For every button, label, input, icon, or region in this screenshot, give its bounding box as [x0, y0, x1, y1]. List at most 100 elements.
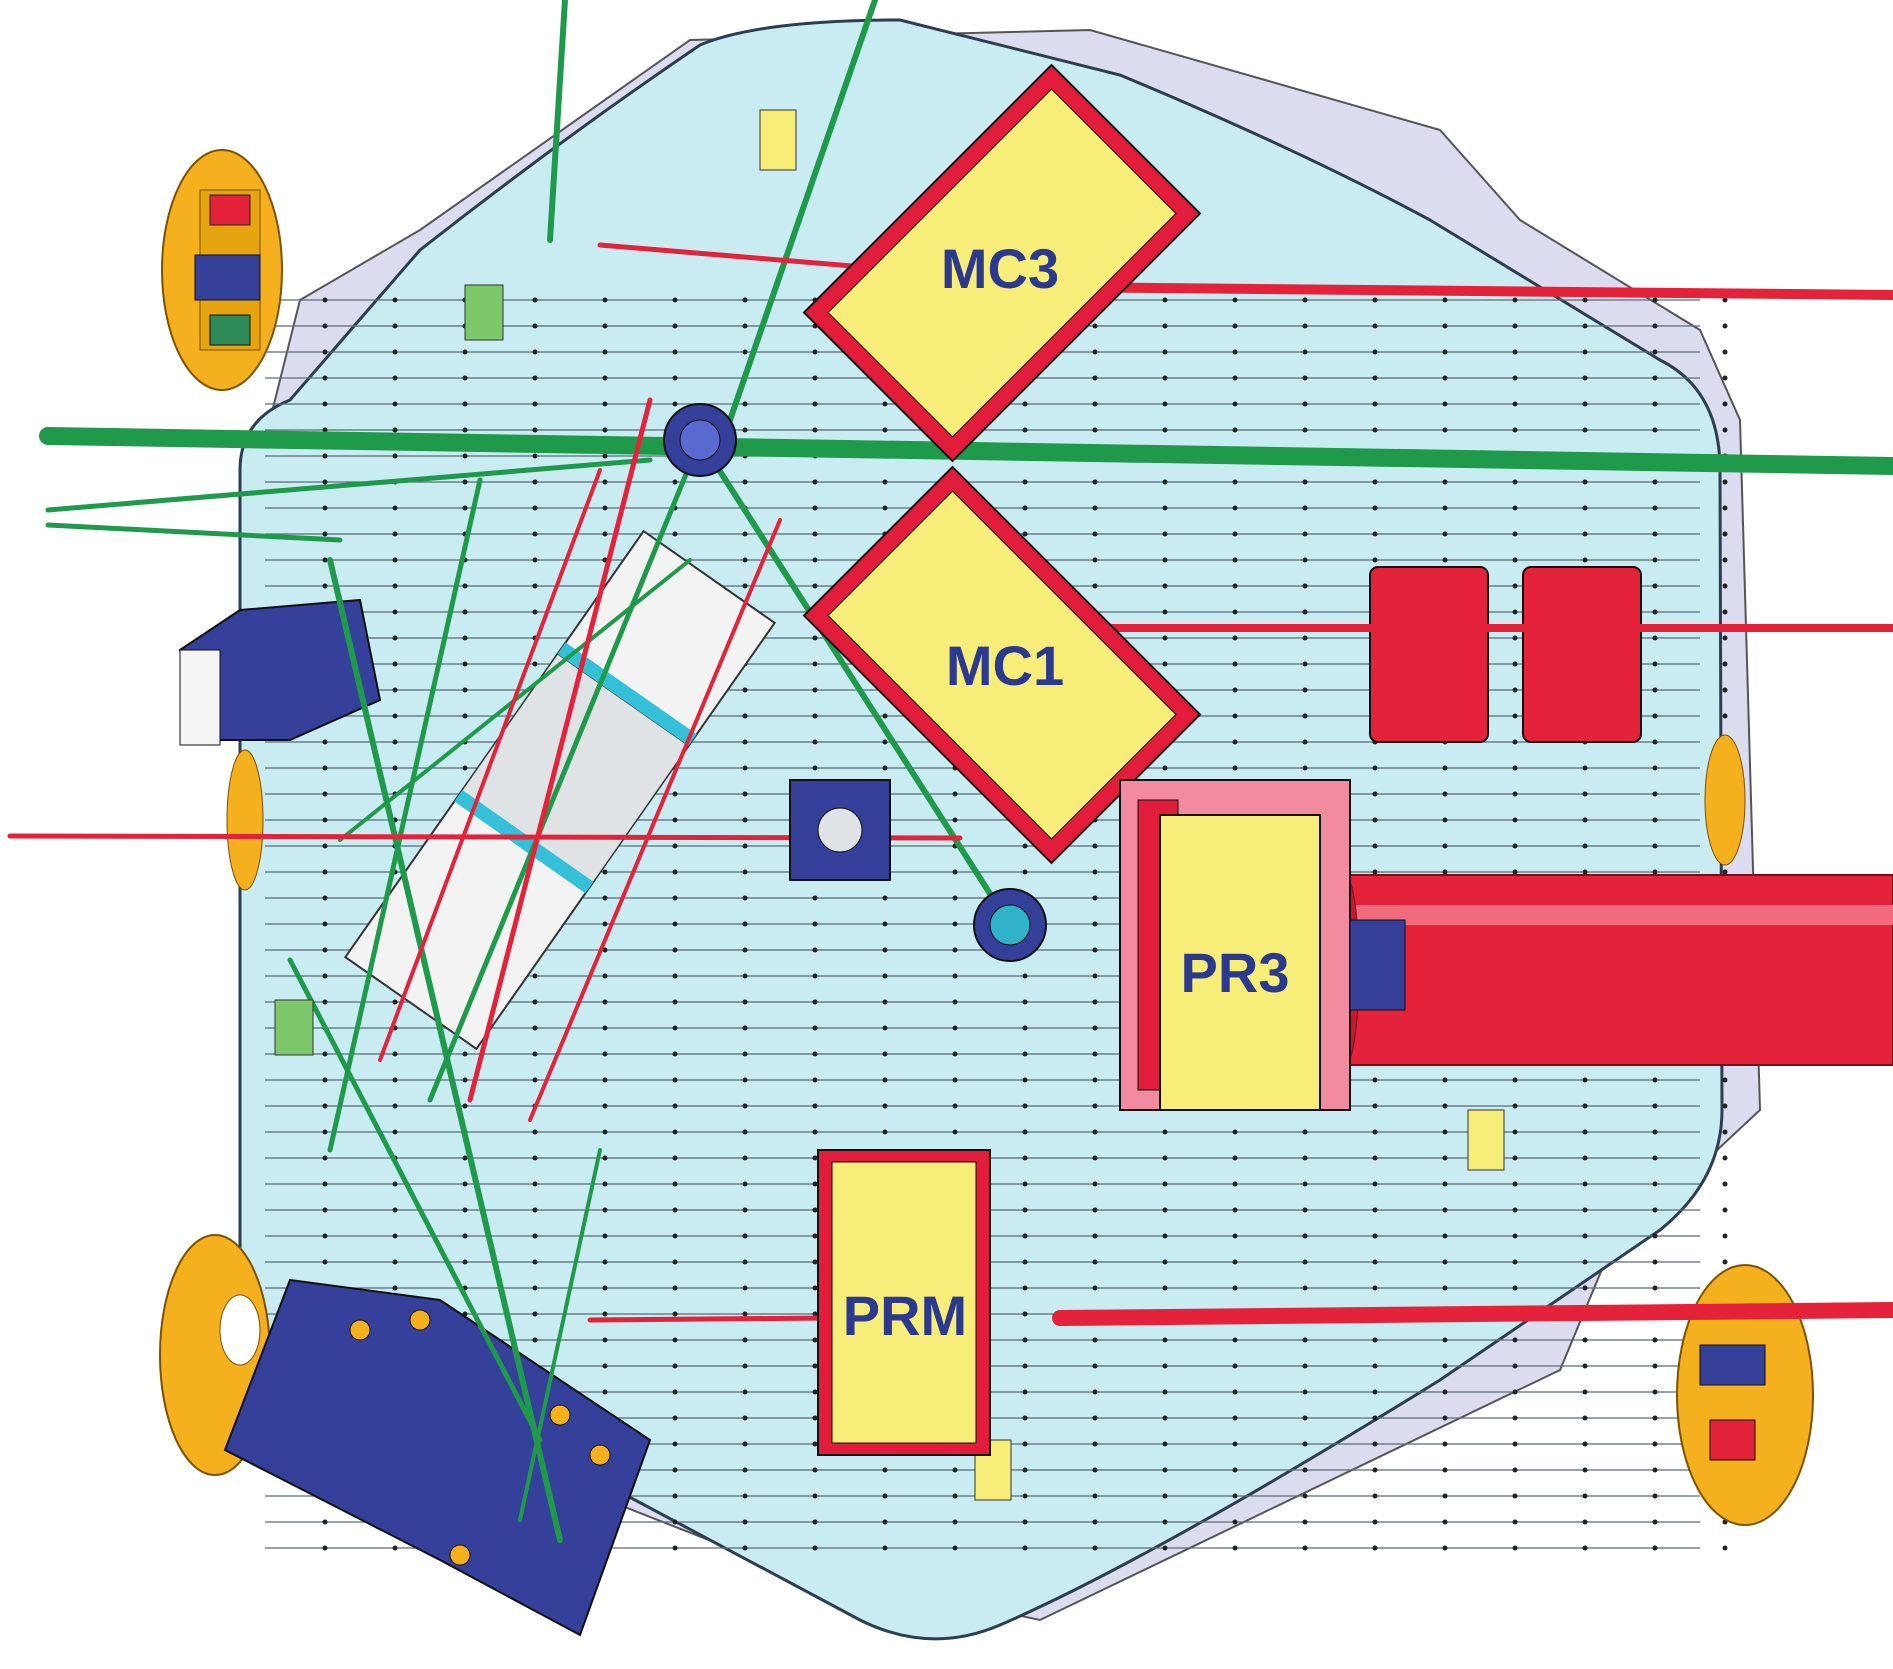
grid-hole	[1092, 1415, 1098, 1421]
grid-hole	[1722, 635, 1728, 641]
grid-hole	[1232, 1337, 1238, 1343]
beam-tube-icon	[1330, 874, 1893, 1066]
grid-hole	[1722, 557, 1728, 563]
grid-hole	[1652, 817, 1658, 823]
grid-hole	[882, 765, 888, 771]
grid-hole	[1232, 1493, 1238, 1499]
grid-hole	[1022, 427, 1028, 433]
grid-hole	[532, 1285, 538, 1291]
grid-hole	[602, 1025, 608, 1031]
grid-hole	[1722, 505, 1728, 511]
grid-hole	[392, 609, 398, 615]
grid-hole	[742, 869, 748, 875]
grid-hole	[1652, 349, 1658, 355]
grid-hole	[392, 401, 398, 407]
grid-hole	[392, 999, 398, 1005]
grid-hole	[742, 1051, 748, 1057]
grid-hole	[532, 1337, 538, 1343]
grid-hole	[1722, 427, 1728, 433]
cable-connector-icon	[274, 999, 314, 1056]
grid-hole	[1582, 1415, 1588, 1421]
grid-hole	[1092, 999, 1098, 1005]
grid-hole	[322, 1233, 328, 1239]
grid-hole	[1652, 1181, 1658, 1187]
grid-hole	[882, 479, 888, 485]
grid-hole	[672, 999, 678, 1005]
grid-hole	[1232, 401, 1238, 407]
grid-hole	[532, 999, 538, 1005]
grid-hole	[532, 479, 538, 485]
grid-hole	[1232, 1207, 1238, 1213]
grid-hole	[1582, 401, 1588, 407]
green-beam	[45, 457, 653, 513]
grid-hole	[742, 1519, 748, 1525]
grid-hole	[952, 999, 958, 1005]
grid-hole	[462, 375, 468, 381]
grid-hole	[1652, 1285, 1658, 1291]
grid-hole	[1652, 1545, 1658, 1551]
grid-hole	[462, 687, 468, 693]
grid-hole	[392, 713, 398, 719]
grid-hole	[952, 1519, 958, 1525]
grid-hole	[1092, 1467, 1098, 1473]
grid-hole	[672, 1129, 678, 1135]
grid-hole	[1092, 895, 1098, 901]
grid-hole	[672, 843, 678, 849]
grid-hole	[1512, 531, 1518, 537]
grid-hole	[1022, 869, 1028, 875]
grid-hole	[672, 1259, 678, 1265]
grid-hole	[392, 635, 398, 641]
grid-hole	[1582, 1207, 1588, 1213]
grid-hole	[322, 1051, 328, 1057]
grid-hole	[1372, 1129, 1378, 1135]
grid-hole	[1442, 1155, 1448, 1161]
cross-optic-upper	[663, 403, 737, 477]
grid-hole	[812, 557, 818, 563]
grid-hole	[1722, 297, 1728, 303]
grid-hole	[1652, 661, 1658, 667]
grid-hole	[742, 1493, 748, 1499]
grid-hole	[1162, 1389, 1168, 1395]
grid-hole	[672, 1233, 678, 1239]
grid-hole	[1722, 1155, 1728, 1161]
grid-hole	[1302, 1233, 1308, 1239]
grid-hole	[392, 531, 398, 537]
grid-hole	[742, 1259, 748, 1265]
grid-hole	[602, 505, 608, 511]
grid-hole	[672, 1337, 678, 1343]
grid-hole	[1652, 635, 1658, 641]
grid-hole	[462, 713, 468, 719]
grid-hole	[1302, 375, 1308, 381]
grid-hole	[1372, 323, 1378, 329]
grid-hole	[462, 505, 468, 511]
grid-hole	[322, 1103, 328, 1109]
grid-hole	[1022, 1181, 1028, 1187]
grid-hole	[1652, 765, 1658, 771]
grid-hole	[812, 1519, 818, 1525]
grid-hole	[742, 531, 748, 537]
grid-hole	[1372, 1259, 1378, 1265]
grid-hole	[1652, 297, 1658, 303]
grid-hole	[462, 1233, 468, 1239]
flange-left-edge	[226, 749, 264, 891]
grid-hole	[1582, 323, 1588, 329]
grid-hole	[742, 1233, 748, 1239]
grid-hole	[1512, 1337, 1518, 1343]
grid-hole	[602, 1129, 608, 1135]
grid-hole	[1582, 557, 1588, 563]
grid-hole	[392, 427, 398, 433]
grid-hole	[672, 349, 678, 355]
grid-hole	[1652, 843, 1658, 849]
grid-hole	[1022, 1441, 1028, 1447]
grid-hole	[1512, 1233, 1518, 1239]
red-beam	[378, 468, 602, 1062]
grid-hole	[1372, 1077, 1378, 1083]
grid-hole	[602, 999, 608, 1005]
grid-hole	[672, 1025, 678, 1031]
grid-hole	[672, 1467, 678, 1473]
grid-hole	[1722, 1233, 1728, 1239]
grid-hole	[322, 739, 328, 745]
grid-hole	[882, 1545, 888, 1551]
grid-hole	[1512, 1441, 1518, 1447]
grid-hole	[952, 1025, 958, 1031]
